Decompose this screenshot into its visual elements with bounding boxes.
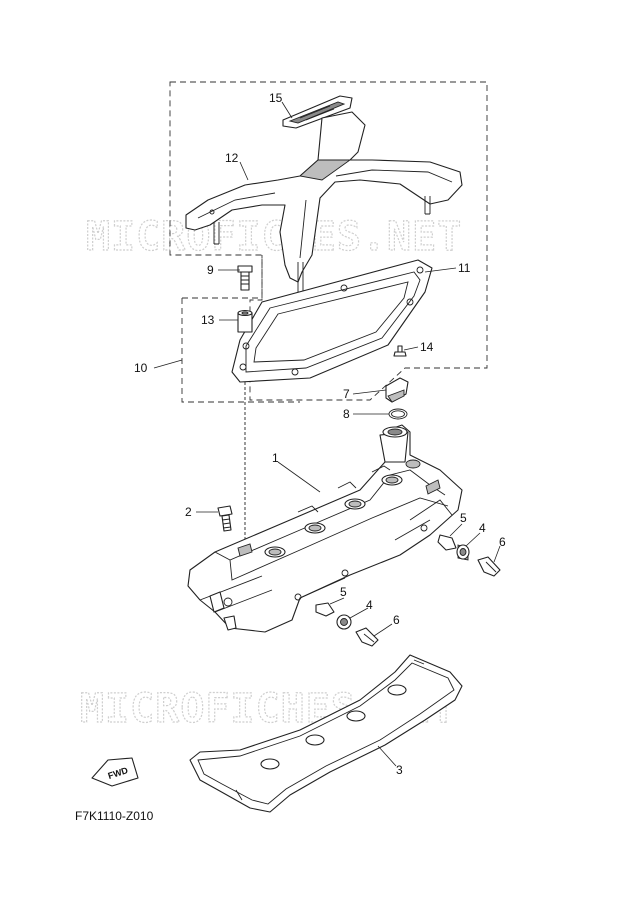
callout-5a: 5 <box>460 511 467 525</box>
callout-6a: 6 <box>499 535 506 549</box>
group-outline-10 <box>181 255 300 403</box>
callout-1: 1 <box>272 451 279 465</box>
callout-3: 3 <box>396 763 403 777</box>
part-grommet-set-lower <box>315 602 379 647</box>
callout-4a: 4 <box>479 521 486 535</box>
part-collar-13 <box>237 309 253 333</box>
callout-15: 15 <box>269 91 283 105</box>
callout-11: 11 <box>458 261 471 275</box>
callout-6b: 6 <box>393 613 400 627</box>
callout-8: 8 <box>343 407 350 421</box>
part-bolt-2 <box>217 505 233 532</box>
part-o-ring <box>388 408 408 420</box>
part-cover-plate <box>231 259 433 383</box>
callout-7: 7 <box>343 387 350 401</box>
part-emblem <box>282 95 353 129</box>
part-bolt-9 <box>237 265 253 291</box>
callout-12: 12 <box>225 151 239 165</box>
callout-4b: 4 <box>366 598 373 612</box>
callout-13: 13 <box>201 313 215 327</box>
callout-14: 14 <box>420 340 434 354</box>
part-oil-cap <box>385 377 409 403</box>
group-outline-cover <box>169 81 488 401</box>
callout-5b: 5 <box>340 585 347 599</box>
part-top-cover <box>185 111 463 293</box>
watermark-top: MICROFICHES.NET <box>86 214 462 260</box>
leader-lines <box>153 101 501 767</box>
part-screw-14 <box>393 345 407 357</box>
callout-10: 10 <box>134 361 148 375</box>
fwd-arrow-icon: FWD <box>91 757 139 787</box>
part-gasket <box>189 654 463 813</box>
part-head-cover <box>187 424 463 633</box>
callout-2: 2 <box>185 505 192 519</box>
part-grommet-set-right <box>437 534 501 577</box>
diagram-code: F7K1110-Z010 <box>75 809 154 823</box>
callout-9: 9 <box>207 263 214 277</box>
